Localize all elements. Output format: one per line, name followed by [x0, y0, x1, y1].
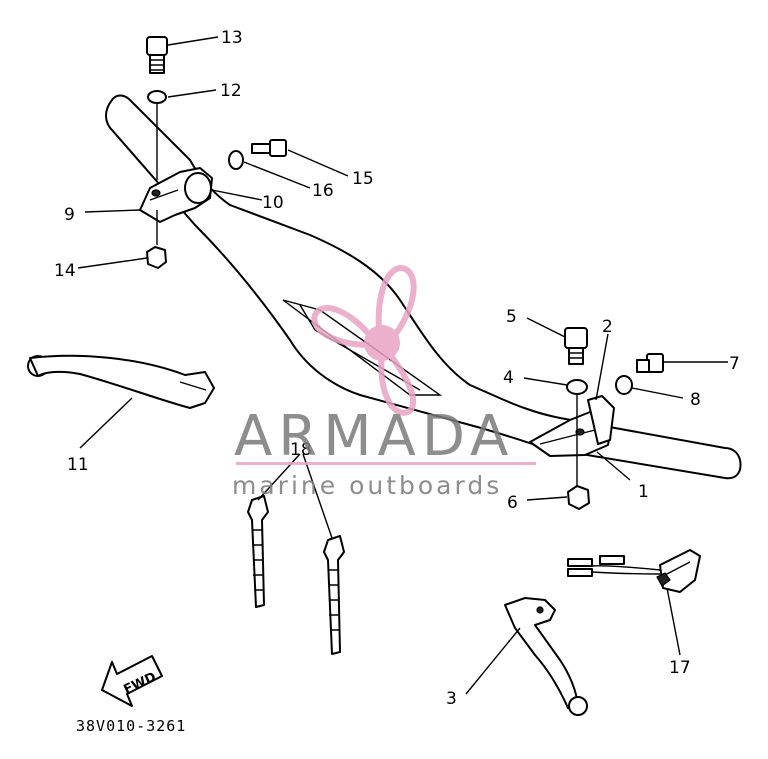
- fwd-arrow: FWD: [101, 655, 163, 707]
- callout-9: 9: [64, 205, 75, 225]
- bolt-15: [251, 139, 287, 157]
- nut-6: [567, 485, 590, 510]
- washer-12: [147, 90, 167, 104]
- handlebar: [105, 94, 742, 480]
- bolt-7: [636, 353, 664, 373]
- callout-4: 4: [503, 368, 514, 388]
- leader-lines: [77, 36, 728, 695]
- callout-12: 12: [220, 81, 242, 101]
- callout-6: 6: [507, 493, 518, 513]
- callout-8: 8: [690, 390, 701, 410]
- watermark-brand: ARMADA: [234, 404, 514, 469]
- callout-7: 7: [729, 354, 740, 374]
- callout-14: 14: [54, 261, 76, 281]
- bolt-13: [146, 36, 168, 74]
- callout-17: 17: [669, 658, 691, 678]
- lever-11: [27, 354, 215, 409]
- callout-3: 3: [446, 689, 457, 709]
- switch-17: [567, 549, 701, 593]
- callout-labels: 13 12 15 16 10 9 14 11 5 2 7 4 8 1 6 18 …: [54, 28, 740, 709]
- cable-ties-18: [247, 495, 345, 655]
- callout-15: 15: [352, 169, 374, 189]
- bolt-5: [564, 327, 588, 365]
- watermark-tagline: marine outboards: [232, 471, 502, 500]
- callout-18: 18: [290, 440, 312, 460]
- callout-11: 11: [67, 455, 89, 475]
- callout-16: 16: [312, 181, 334, 201]
- drawing-code: 38V010-3261: [76, 717, 186, 735]
- callout-1: 1: [638, 482, 649, 502]
- propeller-icon: [311, 264, 417, 416]
- washer-16: [228, 150, 244, 170]
- callout-5: 5: [506, 307, 517, 327]
- washer-4: [566, 379, 588, 395]
- watermark-divider: [236, 462, 536, 465]
- left-clamp-holder: [139, 167, 213, 223]
- watermark: ARMADA marine outboards: [232, 264, 536, 500]
- callout-10: 10: [262, 193, 284, 213]
- washer-8: [615, 375, 633, 395]
- callout-2: 2: [602, 317, 613, 337]
- lever-3: [504, 597, 588, 716]
- right-holder: [529, 395, 615, 457]
- nut-14: [146, 246, 167, 269]
- callout-13: 13: [221, 28, 243, 48]
